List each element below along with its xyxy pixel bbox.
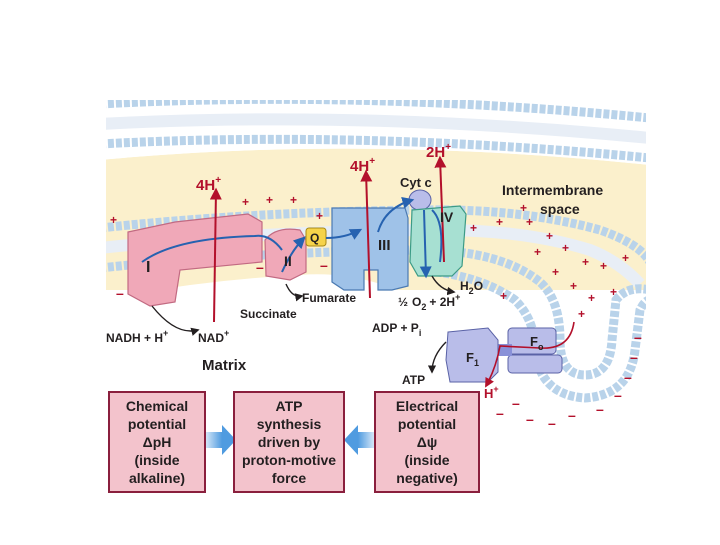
h-out-label: H+ [484, 384, 499, 401]
complex-IV-label: IV [440, 209, 454, 225]
svg-text:+: + [622, 251, 629, 265]
atp-label: ATP [402, 373, 425, 387]
svg-text:+: + [552, 265, 559, 279]
proton-arrow-complex-IV [434, 155, 447, 263]
h-label-complex-I: 4H+ [196, 175, 221, 194]
svg-text:–: – [496, 405, 504, 421]
svg-text:+: + [534, 245, 541, 259]
intermembrane-label-2: space [540, 201, 580, 217]
complex-II-label: II [284, 253, 292, 269]
svg-text:–: – [526, 411, 534, 427]
svg-text:+: + [546, 229, 553, 243]
atp-synthesis-box: ATP synthesis driven by proton-motive fo… [233, 391, 345, 493]
svg-text:–: – [624, 369, 632, 385]
svg-text:+: + [610, 285, 617, 299]
svg-text:+: + [520, 201, 527, 215]
svg-text:+: + [470, 221, 477, 235]
svg-text:–: – [512, 395, 520, 411]
svg-text:–: – [568, 407, 576, 423]
complex-III-label: III [378, 237, 391, 254]
matrix-background [106, 290, 646, 390]
proton-arrow-complex-III [360, 169, 373, 299]
arrow-electrical-to-atp [358, 432, 376, 448]
h2o-label: H2O [460, 279, 483, 296]
cyt-c-label: Cyt c [400, 175, 432, 190]
outer-membrane [106, 100, 646, 123]
nadh-label: NADH + H+ [106, 328, 168, 345]
cytochrome-c [408, 189, 432, 211]
matrix-label: Matrix [202, 357, 247, 374]
svg-text:+: + [496, 215, 503, 229]
fo-label: Fo [530, 334, 544, 352]
complex-I-label: I [146, 259, 150, 276]
svg-text:+: + [562, 241, 569, 255]
chemical-potential-box: Chemical potential ΔpH (inside alkaline) [108, 391, 206, 493]
complex-III [331, 207, 409, 291]
svg-text:+: + [266, 193, 273, 207]
electrical-potential-box: Electrical potential Δψ (inside negative… [374, 391, 480, 493]
h-label-complex-III: 4H+ [350, 156, 375, 175]
svg-text:+: + [110, 213, 117, 227]
svg-text:+: + [316, 209, 323, 223]
electron-path [141, 234, 283, 263]
succinate-label: Succinate [240, 307, 297, 321]
proton-arrow-complex-I [209, 187, 222, 323]
svg-text:–: – [614, 387, 622, 403]
q-label: Q [310, 231, 319, 245]
svg-text:–: – [630, 349, 638, 365]
svg-text:–: – [634, 329, 642, 345]
svg-text:+: + [526, 215, 533, 229]
svg-text:+: + [578, 307, 585, 321]
svg-text:–: – [116, 285, 124, 301]
plus-signs: + + + + + + + + + + + + + + + + + + + + … [110, 193, 629, 321]
arrow-chemical-to-atp [204, 432, 222, 448]
intermembrane-label-1: Intermembrane [502, 182, 603, 198]
svg-text:+: + [582, 255, 589, 269]
adp-label: ADP + Pi [372, 321, 421, 338]
svg-text:+: + [570, 279, 577, 293]
complex-IV [409, 205, 467, 277]
h-label-complex-IV: 2H+ [426, 142, 451, 161]
svg-text:+: + [588, 291, 595, 305]
fumarate-label: Fumarate [302, 291, 356, 305]
svg-text:+: + [290, 193, 297, 207]
f1-label: F1 [466, 350, 479, 368]
svg-text:+: + [600, 259, 607, 273]
svg-text:–: – [256, 259, 264, 275]
proton-arrow-atp-synthase [485, 321, 575, 388]
svg-text:+: + [242, 195, 249, 209]
svg-text:–: – [548, 415, 556, 431]
nad-label: NAD+ [198, 328, 229, 345]
minus-signs: – – – – – – – – – – – – – [116, 257, 642, 431]
svg-text:–: – [320, 257, 328, 273]
svg-text:–: – [596, 401, 604, 417]
svg-text:+: + [500, 289, 507, 303]
